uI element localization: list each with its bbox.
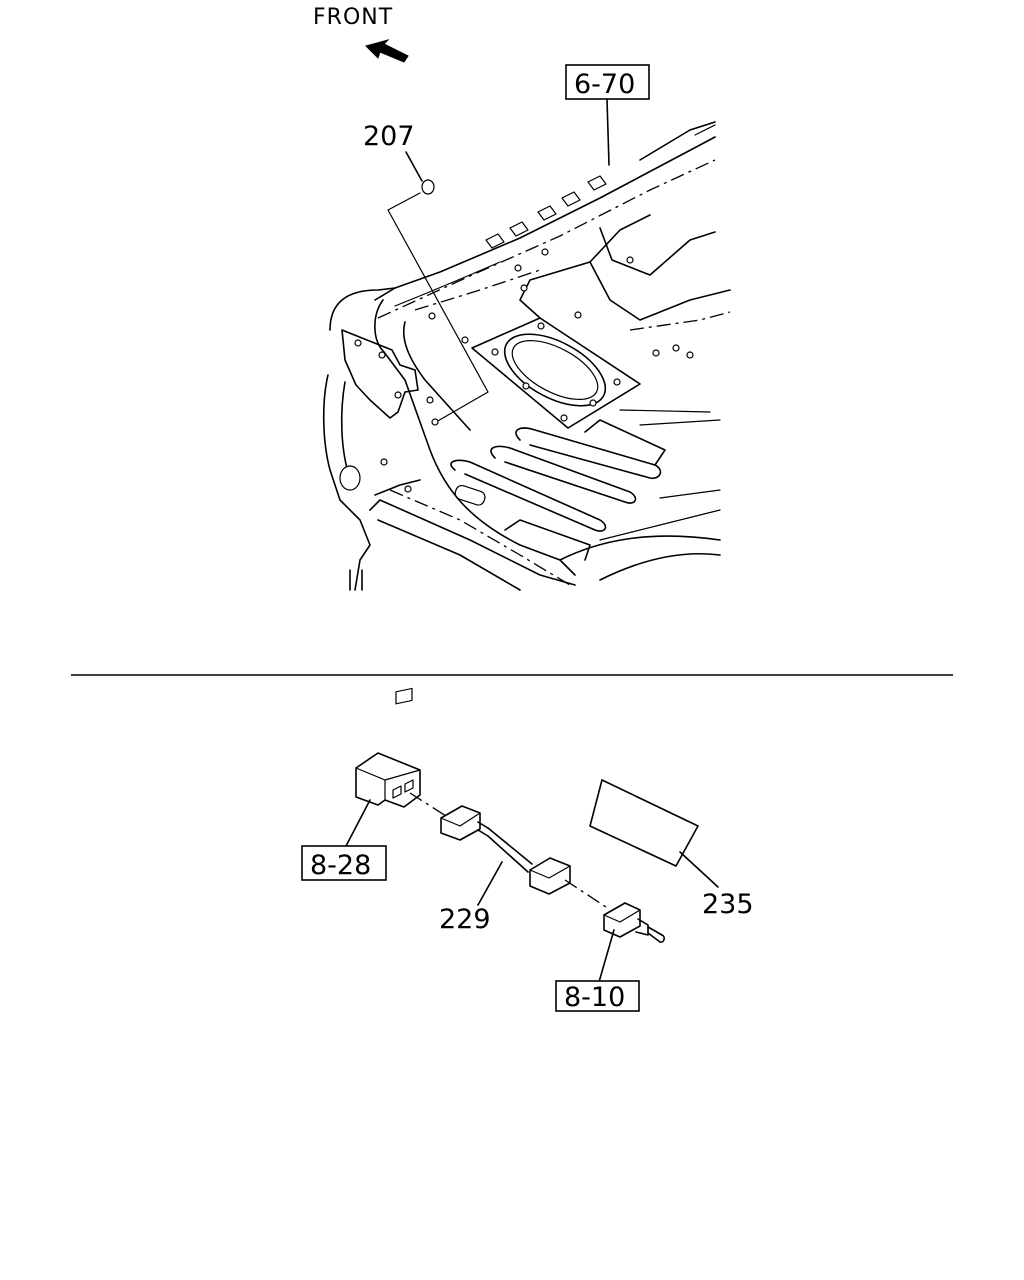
grommet-207-icon [421,179,435,195]
ref-8-28-label: 8-28 [310,850,371,881]
connector-line-b [564,879,607,908]
ref-6-70-label: 6-70 [574,69,635,100]
part-229-label[interactable]: 229 [439,904,491,935]
label-sheet-235-icon [589,779,699,867]
connector-plug-icon [603,902,665,943]
leader-line-8-28 [345,799,371,847]
front-arrow-icon [365,39,409,63]
wire-harness-icon [440,805,571,895]
ref-8-10-label: 8-10 [564,982,625,1013]
ref-box-8-10[interactable]: 8-10 [555,980,640,1013]
leader-line-207-to-hole [387,192,489,423]
leader-line-235 [679,851,719,888]
part-235-label[interactable]: 235 [702,889,754,920]
leader-line-229 [477,861,503,906]
part-207-label[interactable]: 207 [363,121,415,152]
ref-box-6-70[interactable]: 6-70 [565,64,650,100]
leader-line-8-10 [598,929,615,983]
leader-line-6-70 [606,98,610,166]
control-unit-icon [355,687,421,808]
front-label: FRONT [313,5,393,30]
leader-line-207 [405,151,423,182]
rear-body-floor-drawing [322,121,731,591]
ref-box-8-28[interactable]: 8-28 [301,845,387,881]
connector-line-a [409,792,447,817]
